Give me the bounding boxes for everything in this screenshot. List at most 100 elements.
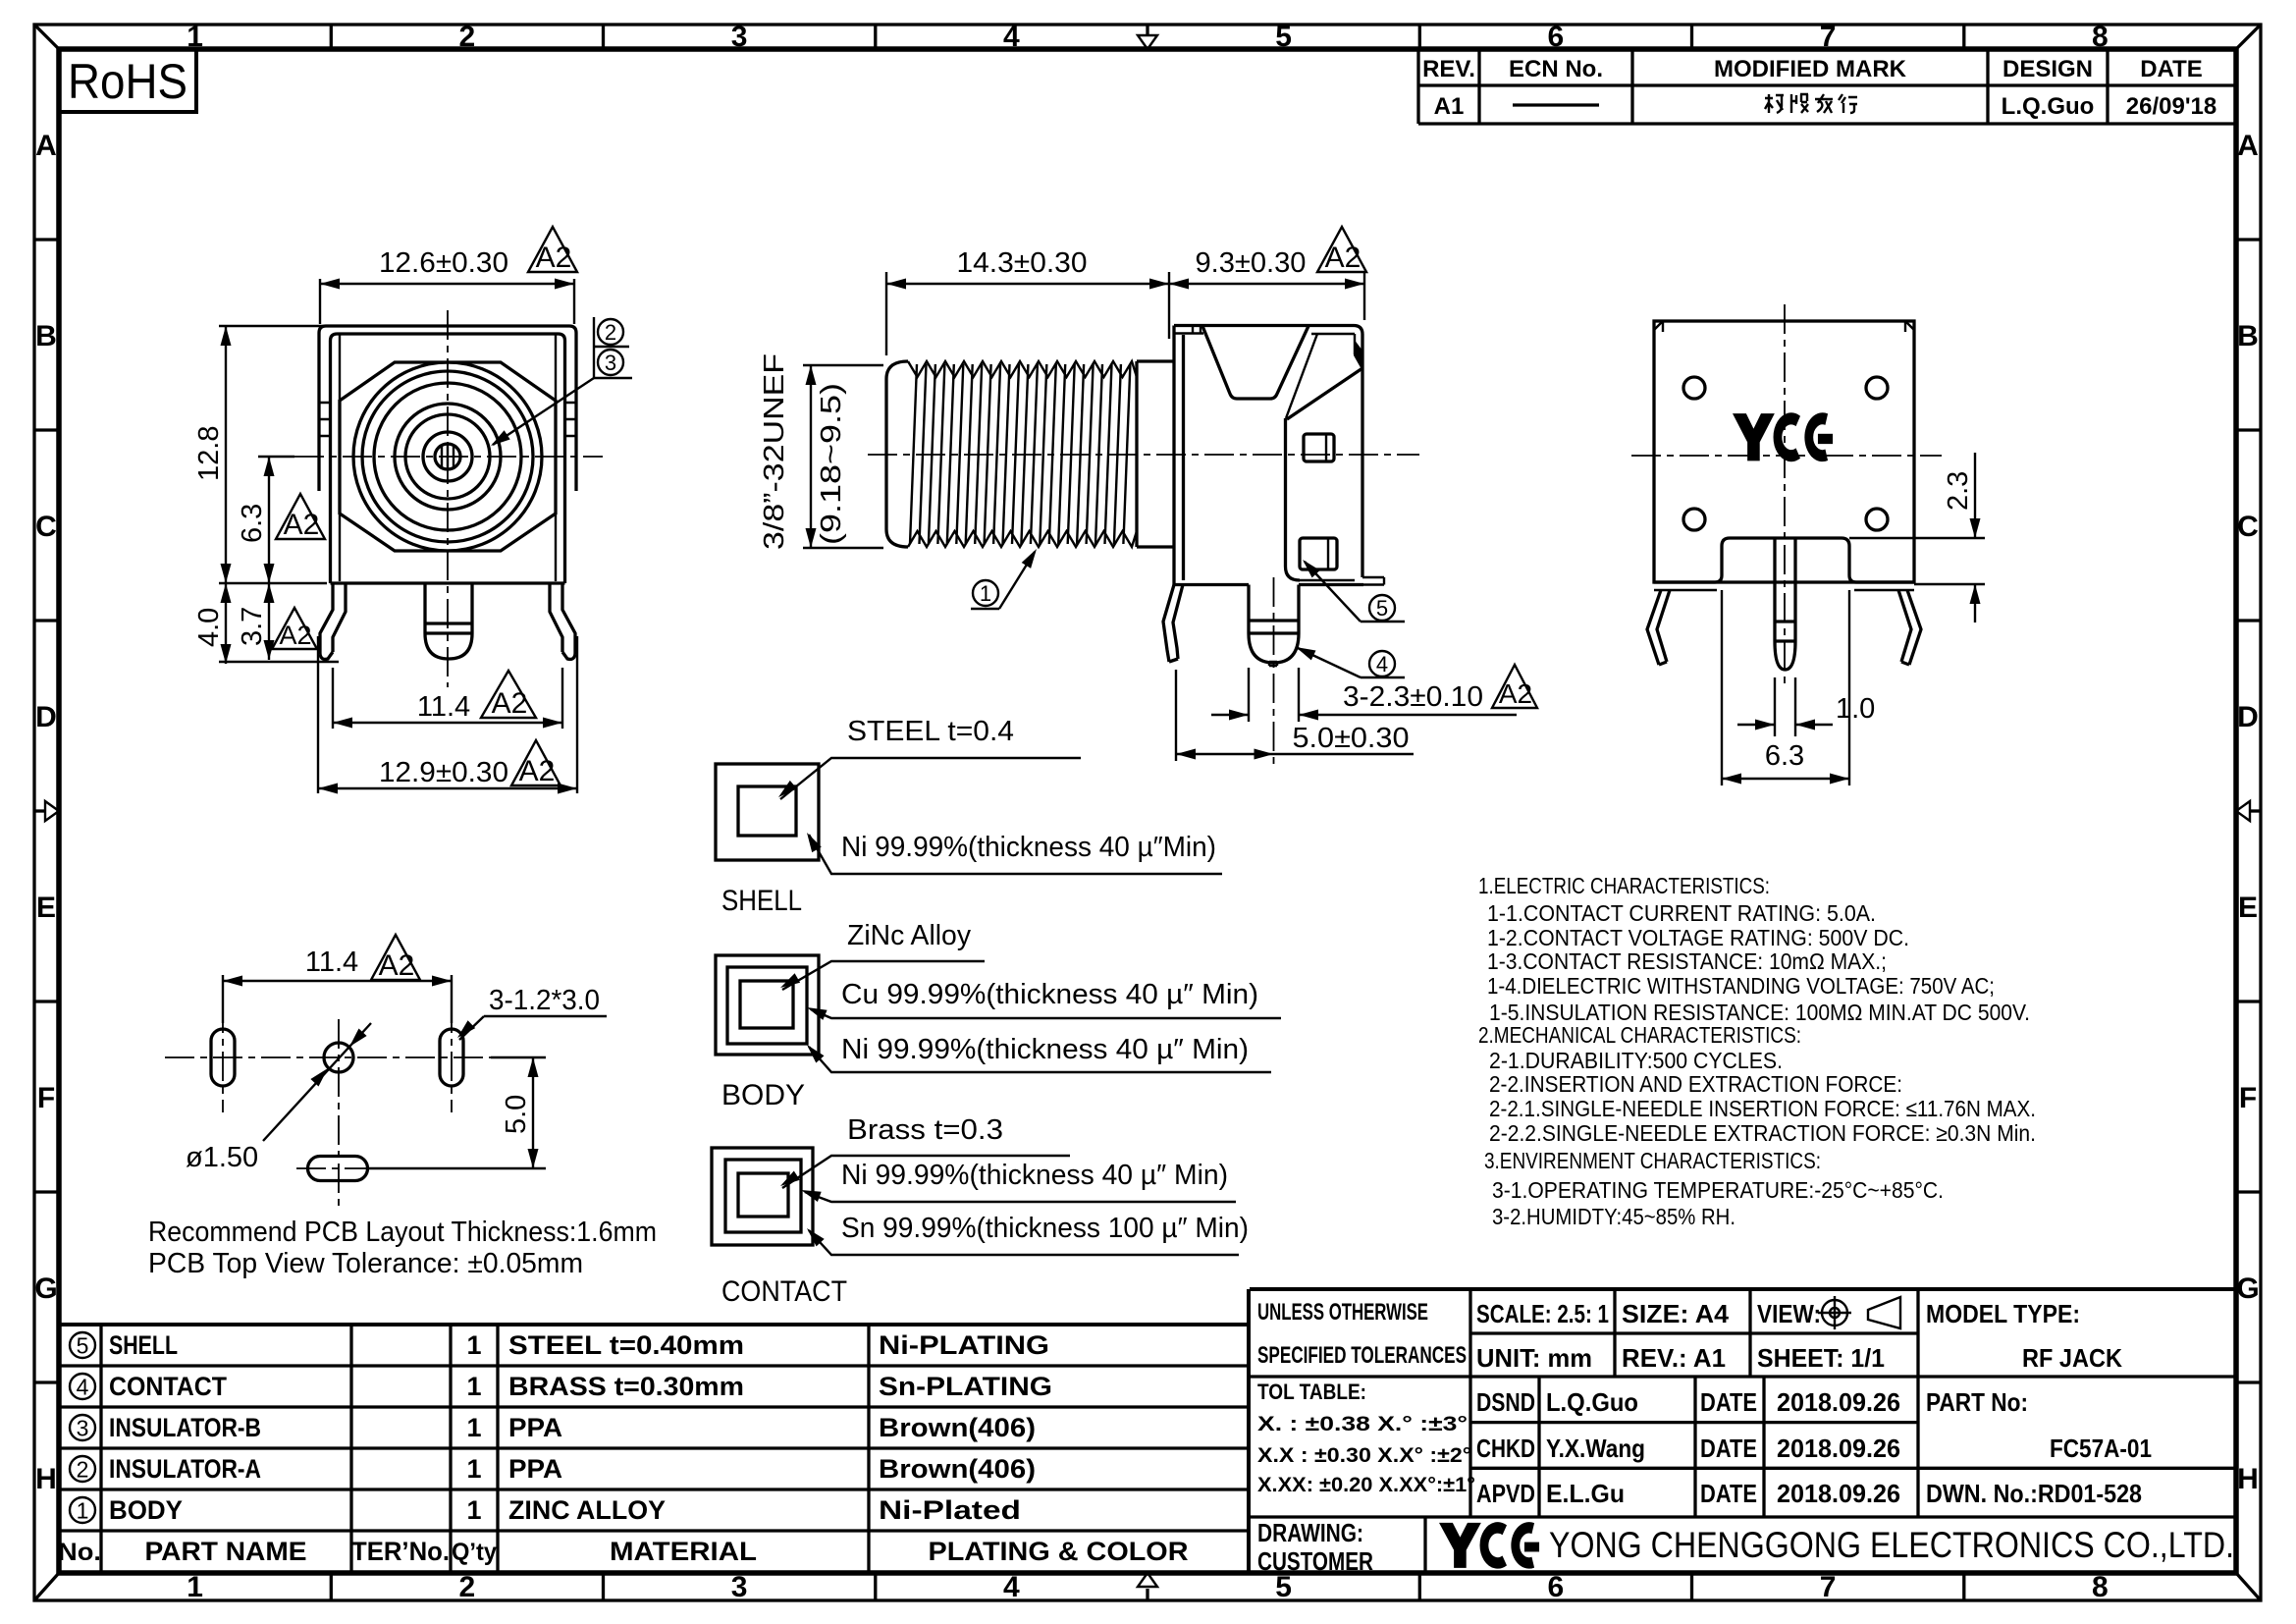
svg-text:PART No:: PART No: — [1926, 1387, 2028, 1417]
svg-text:SCALE: 2.5: 1: SCALE: 2.5: 1 — [1476, 1299, 1609, 1328]
svg-text:RoHS: RoHS — [68, 54, 187, 109]
svg-text:PLATING & COLOR: PLATING & COLOR — [929, 1537, 1189, 1566]
svg-text:3.ENVIRENMENT CHARACTERISTICS: 3.ENVIRENMENT CHARACTERISTICS: — [1484, 1148, 1821, 1173]
svg-text:5: 5 — [1275, 21, 1292, 53]
svg-text:2: 2 — [605, 320, 616, 345]
svg-text:MODIFIED MARK: MODIFIED MARK — [1714, 56, 1907, 82]
svg-text:YONG CHENGGONG ELECTRONICS: YONG CHENGGONG ELECTRONICS CO.,LTD. — [1549, 1525, 2234, 1565]
svg-text:2-2.1.SINGLE-NEEDLE INSERTION: 2-2.1.SINGLE-NEEDLE INSERTION FORCE: ≤11… — [1489, 1096, 2036, 1121]
svg-text:A2: A2 — [284, 509, 320, 541]
svg-text:SPECIFIED TOLERANCES: SPECIFIED TOLERANCES — [1257, 1342, 1467, 1369]
svg-text:PPA: PPA — [508, 1454, 562, 1484]
svg-text:PPA: PPA — [508, 1413, 562, 1442]
svg-text:1: 1 — [466, 1330, 481, 1360]
svg-text:26/09'18: 26/09'18 — [2126, 93, 2216, 120]
svg-text:2-1.DURABILITY:500 CYCLES.: 2-1.DURABILITY:500 CYCLES. — [1489, 1048, 1783, 1073]
svg-text:6.3: 6.3 — [1765, 740, 1804, 772]
svg-text:3-1.2*3.0: 3-1.2*3.0 — [489, 985, 600, 1016]
svg-text:2018.09.26: 2018.09.26 — [1777, 1434, 1900, 1463]
svg-text:TER’No.: TER’No. — [351, 1537, 450, 1566]
svg-text:1: 1 — [466, 1372, 481, 1401]
svg-text:H: H — [2237, 1463, 2259, 1495]
svg-text:1-5.INSULATION RESISTANCE: 1: 1-5.INSULATION RESISTANCE: 100MΩ MIN.AT … — [1489, 1000, 2030, 1025]
svg-text:3/8”-32UNEF: 3/8”-32UNEF — [759, 353, 790, 550]
svg-text:B: B — [2237, 320, 2259, 352]
svg-text:DATE: DATE — [1700, 1434, 1757, 1463]
svg-text:REV.: A1: REV.: A1 — [1622, 1343, 1726, 1373]
svg-text:Sn-PLATING: Sn-PLATING — [879, 1372, 1052, 1401]
svg-text:Ni-Plated: Ni-Plated — [879, 1495, 1021, 1525]
svg-text:Cu 99.99%(thickness 40 µ″: Cu 99.99%(thickness 40 µ″ Min) — [841, 979, 1258, 1010]
svg-text:E.L.Gu: E.L.Gu — [1546, 1479, 1625, 1508]
svg-text:SIZE: A4: SIZE: A4 — [1622, 1299, 1730, 1328]
svg-text:11.4: 11.4 — [417, 691, 470, 723]
svg-text:CONTACT: CONTACT — [109, 1372, 227, 1401]
svg-text:A2: A2 — [536, 242, 572, 274]
svg-text:9.3±0.30: 9.3±0.30 — [1196, 247, 1307, 279]
svg-text:1-3.CONTACT RESISTANCE: 10mΩ: 1-3.CONTACT RESISTANCE: 10mΩ MAX.; — [1487, 948, 1887, 974]
svg-text:Recommend PCB Layout Thickn: Recommend PCB Layout Thickness:1.6mm — [148, 1217, 657, 1248]
svg-text:Brown(406): Brown(406) — [879, 1454, 1036, 1484]
svg-text:14.3±0.30: 14.3±0.30 — [957, 247, 1088, 279]
svg-text:A2: A2 — [492, 687, 528, 720]
svg-text:Y.X.Wang: Y.X.Wang — [1546, 1434, 1645, 1463]
svg-text:ø1.50: ø1.50 — [186, 1142, 258, 1173]
svg-text:12.6±0.30: 12.6±0.30 — [379, 247, 508, 279]
svg-text:UNLESS OTHERWISE: UNLESS OTHERWISE — [1257, 1299, 1428, 1326]
svg-text:8: 8 — [2092, 1571, 2109, 1603]
svg-text:3-2.HUMIDTY:45~85% RH.: 3-2.HUMIDTY:45~85% RH. — [1492, 1204, 1735, 1229]
svg-text:4: 4 — [1003, 1571, 1020, 1603]
svg-text:DESIGN: DESIGN — [2002, 56, 2093, 82]
svg-text:1: 1 — [466, 1454, 481, 1484]
svg-text:2.MECHANICAL CHARACTERISTICS:: 2.MECHANICAL CHARACTERISTICS: — [1478, 1022, 1801, 1048]
svg-text:1: 1 — [980, 581, 991, 606]
svg-text:PCB Top View Tolerance: ±0: PCB Top View Tolerance: ±0.05mm — [148, 1248, 583, 1279]
svg-text:ECN No.: ECN No. — [1509, 56, 1603, 82]
svg-text:4.0: 4.0 — [193, 608, 225, 647]
svg-text:BRASS t=0.30mm: BRASS t=0.30mm — [508, 1372, 744, 1401]
svg-text:1: 1 — [187, 21, 203, 53]
svg-text:A2: A2 — [1499, 678, 1532, 709]
svg-text:L.Q.Guo: L.Q.Guo — [2002, 93, 2095, 120]
svg-text:2: 2 — [77, 1456, 89, 1482]
svg-text:A2: A2 — [379, 949, 415, 982]
svg-text:TOL TABLE:: TOL TABLE: — [1257, 1380, 1366, 1404]
svg-text:1: 1 — [466, 1495, 481, 1525]
svg-text:DWN. No.:RD01-528: DWN. No.:RD01-528 — [1926, 1479, 2142, 1508]
svg-text:3: 3 — [731, 21, 748, 53]
svg-text:2-2.INSERTION AND EXTRACTION: 2-2.INSERTION AND EXTRACTION FORCE: — [1489, 1071, 1902, 1097]
svg-text:STEEL t=0.40mm: STEEL t=0.40mm — [508, 1330, 744, 1360]
svg-text:11.4: 11.4 — [305, 947, 358, 978]
svg-text:X.XX: ±0.20 X.XX°:±1°: X.XX: ±0.20 X.XX°:±1° — [1257, 1474, 1475, 1496]
svg-text:SHELL: SHELL — [109, 1330, 178, 1360]
svg-text:12.9±0.30: 12.9±0.30 — [379, 757, 508, 788]
svg-text:7: 7 — [1820, 1571, 1837, 1603]
svg-text:2018.09.26: 2018.09.26 — [1777, 1387, 1900, 1417]
svg-text:BODY: BODY — [721, 1079, 805, 1111]
svg-text:1-1.CONTACT CURRENT RATING:: 1-1.CONTACT CURRENT RATING: 5.0A. — [1487, 900, 1876, 926]
svg-text:PART NAME: PART NAME — [145, 1537, 307, 1566]
svg-text:1.0: 1.0 — [1836, 693, 1875, 725]
svg-text:Brown(406): Brown(406) — [879, 1413, 1036, 1442]
svg-text:4: 4 — [1003, 21, 1020, 53]
svg-text:5: 5 — [1275, 1571, 1292, 1603]
svg-text:Ni 99.99%(thickness 40 µ″ Mi: Ni 99.99%(thickness 40 µ″ Min) — [841, 1160, 1228, 1191]
svg-text:REV.: REV. — [1422, 56, 1475, 82]
svg-text:1.ELECTRIC CHARACTERISTICS:: 1.ELECTRIC CHARACTERISTICS: — [1478, 873, 1770, 898]
svg-text:G: G — [2236, 1272, 2259, 1305]
svg-text:E: E — [36, 892, 56, 924]
svg-text:7: 7 — [1820, 21, 1837, 53]
svg-text:CUSTOMER: CUSTOMER — [1257, 1546, 1373, 1576]
svg-text:INSULATOR-A: INSULATOR-A — [109, 1454, 261, 1484]
svg-text:A2: A2 — [279, 621, 311, 650]
svg-text:A: A — [35, 130, 57, 162]
svg-text:B: B — [35, 320, 57, 352]
svg-text:X. : ±0.38 X.° :±3°: X. : ±0.38 X.° :±3° — [1257, 1413, 1468, 1435]
svg-text:1-4.DIELECTRIC WITHSTANDING: 1-4.DIELECTRIC WITHSTANDING VOLTAGE: 750… — [1487, 973, 1995, 999]
svg-text:D: D — [35, 701, 57, 733]
svg-text:1: 1 — [466, 1413, 481, 1442]
svg-text:F: F — [2239, 1082, 2257, 1114]
svg-text:DATE: DATE — [2140, 56, 2203, 82]
svg-text:DATE: DATE — [1700, 1479, 1757, 1508]
svg-text:6: 6 — [1548, 21, 1565, 53]
